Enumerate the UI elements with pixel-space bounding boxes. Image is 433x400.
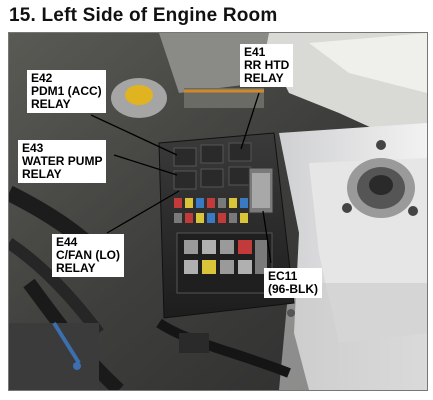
blue-wire — [52, 321, 81, 365]
callout-name: WATER PUMP — [22, 154, 103, 168]
callout-code: E44 — [56, 235, 78, 249]
hose — [9, 238, 104, 337]
callout-ec11: EC11 (96-BLK) — [264, 268, 322, 298]
connector-block — [179, 333, 209, 353]
callout-e41: E41 RR HTD RELAY — [240, 44, 294, 87]
callout-code: E43 — [22, 141, 44, 155]
callout-name: C/FAN (LO) — [56, 248, 120, 262]
bolt-hole — [342, 203, 352, 213]
callout-name: (96-BLK) — [268, 282, 318, 296]
callout-type: RELAY — [31, 97, 71, 111]
lower-left-component — [9, 323, 99, 390]
blue-connector — [73, 362, 81, 370]
callout-e43: E43 WATER PUMP RELAY — [18, 140, 107, 183]
leader-line-e44 — [106, 190, 180, 234]
callout-e42: E42 PDM1 (ACC) RELAY — [27, 70, 106, 113]
bolt-hole — [376, 140, 386, 150]
upper-body-highlight — [309, 33, 427, 93]
callout-e44: E44 C/FAN (LO) RELAY — [52, 234, 124, 277]
yellow-cap — [125, 85, 153, 105]
callout-code: E42 — [31, 71, 53, 85]
leader-line-e43 — [113, 154, 178, 176]
page-title: 15. Left Side of Engine Room — [9, 5, 278, 26]
callout-code: EC11 — [268, 269, 298, 283]
bolt-hole — [287, 309, 295, 317]
lower-apron — [279, 283, 427, 390]
leader-line-e41 — [240, 92, 260, 150]
bolt-hole — [408, 206, 418, 216]
leader-lines — [90, 92, 272, 264]
bracket — [184, 88, 264, 108]
callout-name: PDM1 (ACC) — [31, 84, 102, 98]
callout-type: RELAY — [22, 167, 62, 181]
callout-type: RELAY — [56, 261, 96, 275]
strut-nut — [369, 175, 393, 195]
relay-box — [158, 132, 295, 319]
callout-name: RR HTD — [244, 58, 290, 72]
callout-type: RELAY — [244, 71, 284, 85]
leader-line-ec11 — [262, 210, 272, 264]
leader-line-e42 — [90, 114, 178, 156]
callout-code: E41 — [244, 45, 266, 59]
wiring-harness — [156, 318, 291, 378]
